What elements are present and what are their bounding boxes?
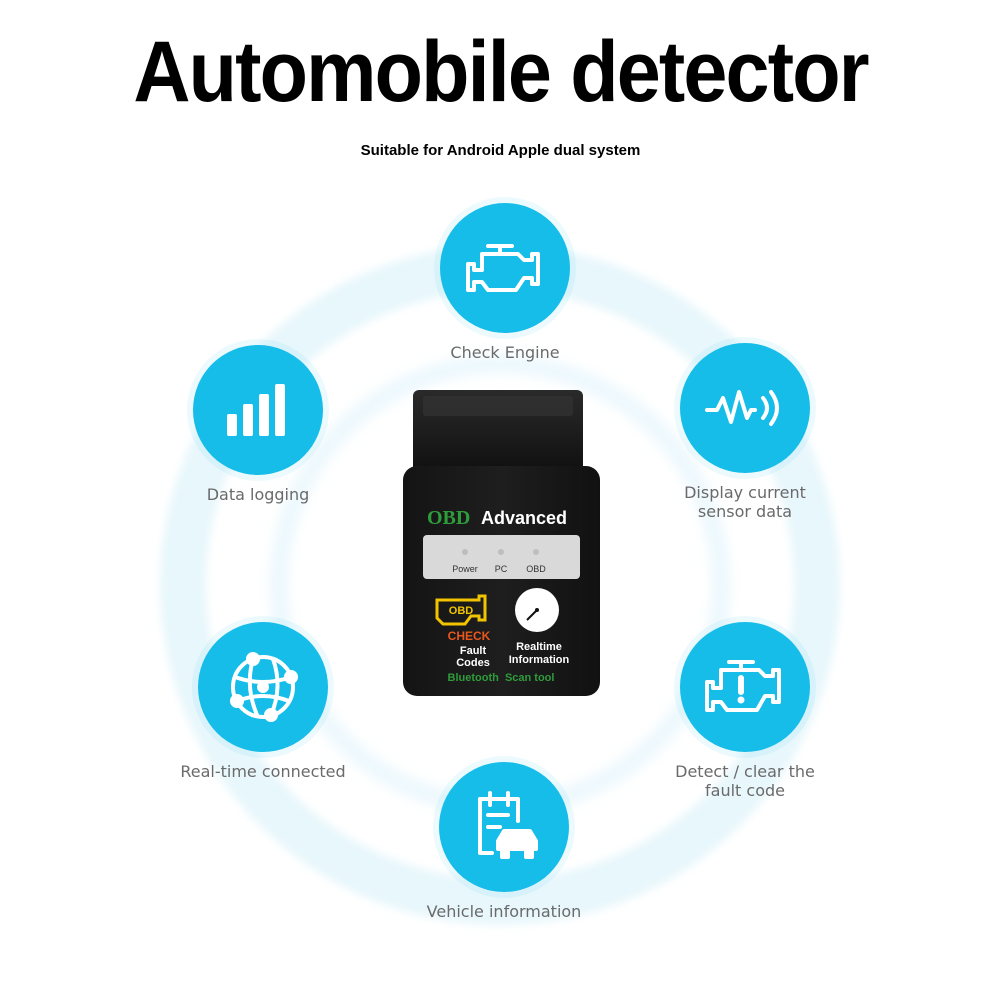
feature-fault-code-label-line2: fault code [705, 781, 785, 800]
led-label-pc: PC [495, 564, 508, 574]
feature-data-logging-circle [193, 345, 323, 475]
feature-fault-code-label: Detect / clear the fault code [635, 762, 855, 800]
feature-check-engine-circle [440, 203, 570, 333]
feature-sensor-data-label-line2: sensor data [697, 502, 793, 521]
page-title: Automobile detector [133, 24, 869, 120]
obd-body [403, 466, 600, 696]
page-subtitle: Suitable for Android Apple dual system [360, 142, 641, 159]
check-engine-icon [466, 244, 540, 292]
feature-fault-code-label-line1: Detect / clear the [675, 762, 815, 781]
feature-realtime-connected-label: Real-time connected [180, 762, 346, 781]
engine-warning-icon [705, 660, 781, 712]
feature-check-engine: Check Engine [395, 203, 615, 362]
feature-realtime-connected-circle [198, 622, 328, 752]
feature-vehicle-info-circle [439, 762, 569, 892]
device-model: Advanced [481, 508, 567, 528]
feature-vehicle-info-label: Vehicle information [426, 902, 582, 921]
feature-data-logging: Data logging [148, 345, 368, 504]
device-realtime-line1: Realtime [516, 641, 562, 653]
device-realtime-line2: Information [509, 654, 570, 666]
feature-sensor-data-label-line1: Display current [684, 483, 806, 502]
feature-sensor-data-label: Display current sensor data [635, 483, 855, 521]
feature-fault-code: Detect / clear the fault code [635, 622, 855, 800]
feature-realtime-connected: Real-time connected [153, 622, 373, 781]
device-footer: Bluetooth Scan tool [448, 672, 555, 684]
device-brand: OBD [427, 507, 470, 529]
feature-check-engine-label: Check Engine [450, 343, 560, 362]
feature-vehicle-info: Vehicle information [394, 762, 614, 921]
feature-fault-code-circle [680, 622, 810, 752]
led-label-power: Power [452, 564, 478, 574]
clipboard-car-icon [478, 791, 538, 859]
pulse-waves-icon [705, 390, 779, 426]
feature-sensor-data: Display current sensor data [635, 343, 855, 521]
device-engine-label: OBD [449, 605, 474, 617]
device-fault-line1: Fault [460, 645, 487, 657]
obd-device-image: OBD Advanced Power PC OBD OBD CHECK Faul… [403, 390, 600, 696]
device-fault-line2: Codes [456, 657, 490, 669]
led-label-obd: OBD [526, 564, 546, 574]
globe-network-icon [230, 652, 298, 722]
signal-bars-icon [227, 384, 285, 436]
led-panel [423, 535, 580, 579]
feature-sensor-data-circle [680, 343, 810, 473]
device-engine-icon [435, 594, 487, 626]
device-check-text: CHECK [448, 629, 491, 643]
feature-data-logging-label: Data logging [206, 485, 310, 504]
